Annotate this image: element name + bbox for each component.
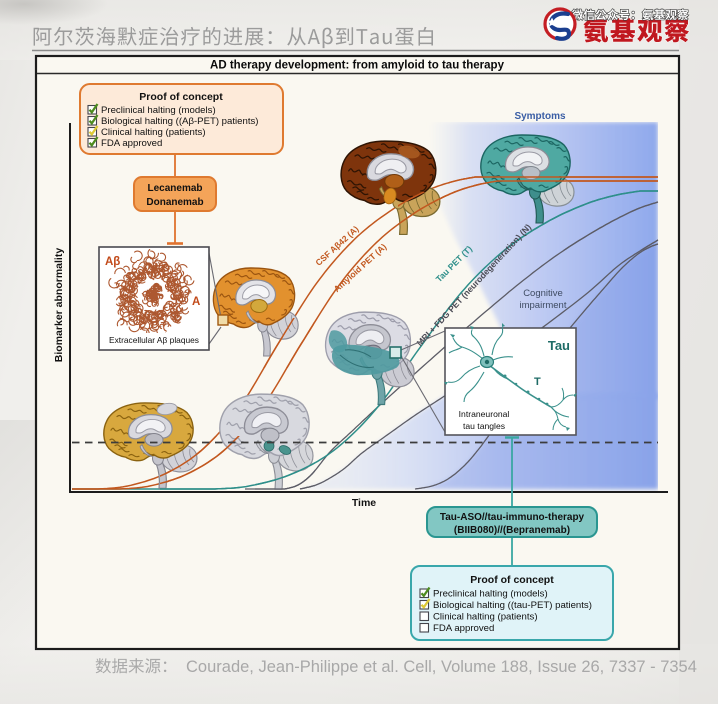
svg-text:Proof of concept: Proof of concept bbox=[470, 574, 554, 586]
svg-text:Preclinical halting (models): Preclinical halting (models) bbox=[433, 589, 548, 600]
svg-text:FDA approved: FDA approved bbox=[433, 623, 494, 634]
svg-text:A: A bbox=[192, 296, 200, 308]
svg-text:Intraneuronal: Intraneuronal bbox=[459, 409, 510, 419]
svg-text:Tau: Tau bbox=[548, 338, 570, 353]
svg-text:Tau-ASO//tau-immuno-therapy: Tau-ASO//tau-immuno-therapy bbox=[440, 512, 585, 523]
svg-text:Biomarker abnormality: Biomarker abnormality bbox=[53, 248, 65, 363]
svg-text:Proof of concept: Proof of concept bbox=[139, 91, 223, 103]
svg-text:Time: Time bbox=[352, 497, 376, 509]
svg-text:Preclinical halting (models): Preclinical halting (models) bbox=[101, 105, 216, 116]
svg-text:Lecanemab: Lecanemab bbox=[147, 183, 202, 194]
svg-text:Donanemab: Donanemab bbox=[146, 197, 203, 208]
svg-text:T: T bbox=[534, 376, 541, 388]
svg-text:Cognitive: Cognitive bbox=[523, 288, 563, 299]
svg-text:AD therapy development: from a: AD therapy development: from amyloid to … bbox=[210, 60, 505, 72]
svg-text:Biological halting ((tau-PET): Biological halting ((tau-PET) patients) bbox=[433, 600, 592, 611]
svg-text:Symptoms: Symptoms bbox=[514, 111, 566, 122]
svg-text:Courade, Jean-Philippe et al.: Courade, Jean-Philippe et al. Cell, Volu… bbox=[186, 658, 697, 676]
svg-text:(BIIB080)//(Bepranemab): (BIIB080)//(Bepranemab) bbox=[454, 525, 570, 536]
svg-text:Clinical halting (patients): Clinical halting (patients) bbox=[101, 127, 206, 138]
svg-text:Aβ: Aβ bbox=[105, 256, 120, 268]
svg-text:FDA approved: FDA approved bbox=[101, 138, 162, 149]
svg-text:Clinical halting (patients): Clinical halting (patients) bbox=[433, 612, 538, 623]
svg-text:Biological halting ((Aβ-PET) p: Biological halting ((Aβ-PET) patients) bbox=[101, 116, 258, 127]
svg-text:tau tangles: tau tangles bbox=[463, 421, 505, 431]
svg-text:Extracellular Aβ plaques: Extracellular Aβ plaques bbox=[109, 335, 199, 345]
svg-text:impairment: impairment bbox=[520, 300, 567, 311]
